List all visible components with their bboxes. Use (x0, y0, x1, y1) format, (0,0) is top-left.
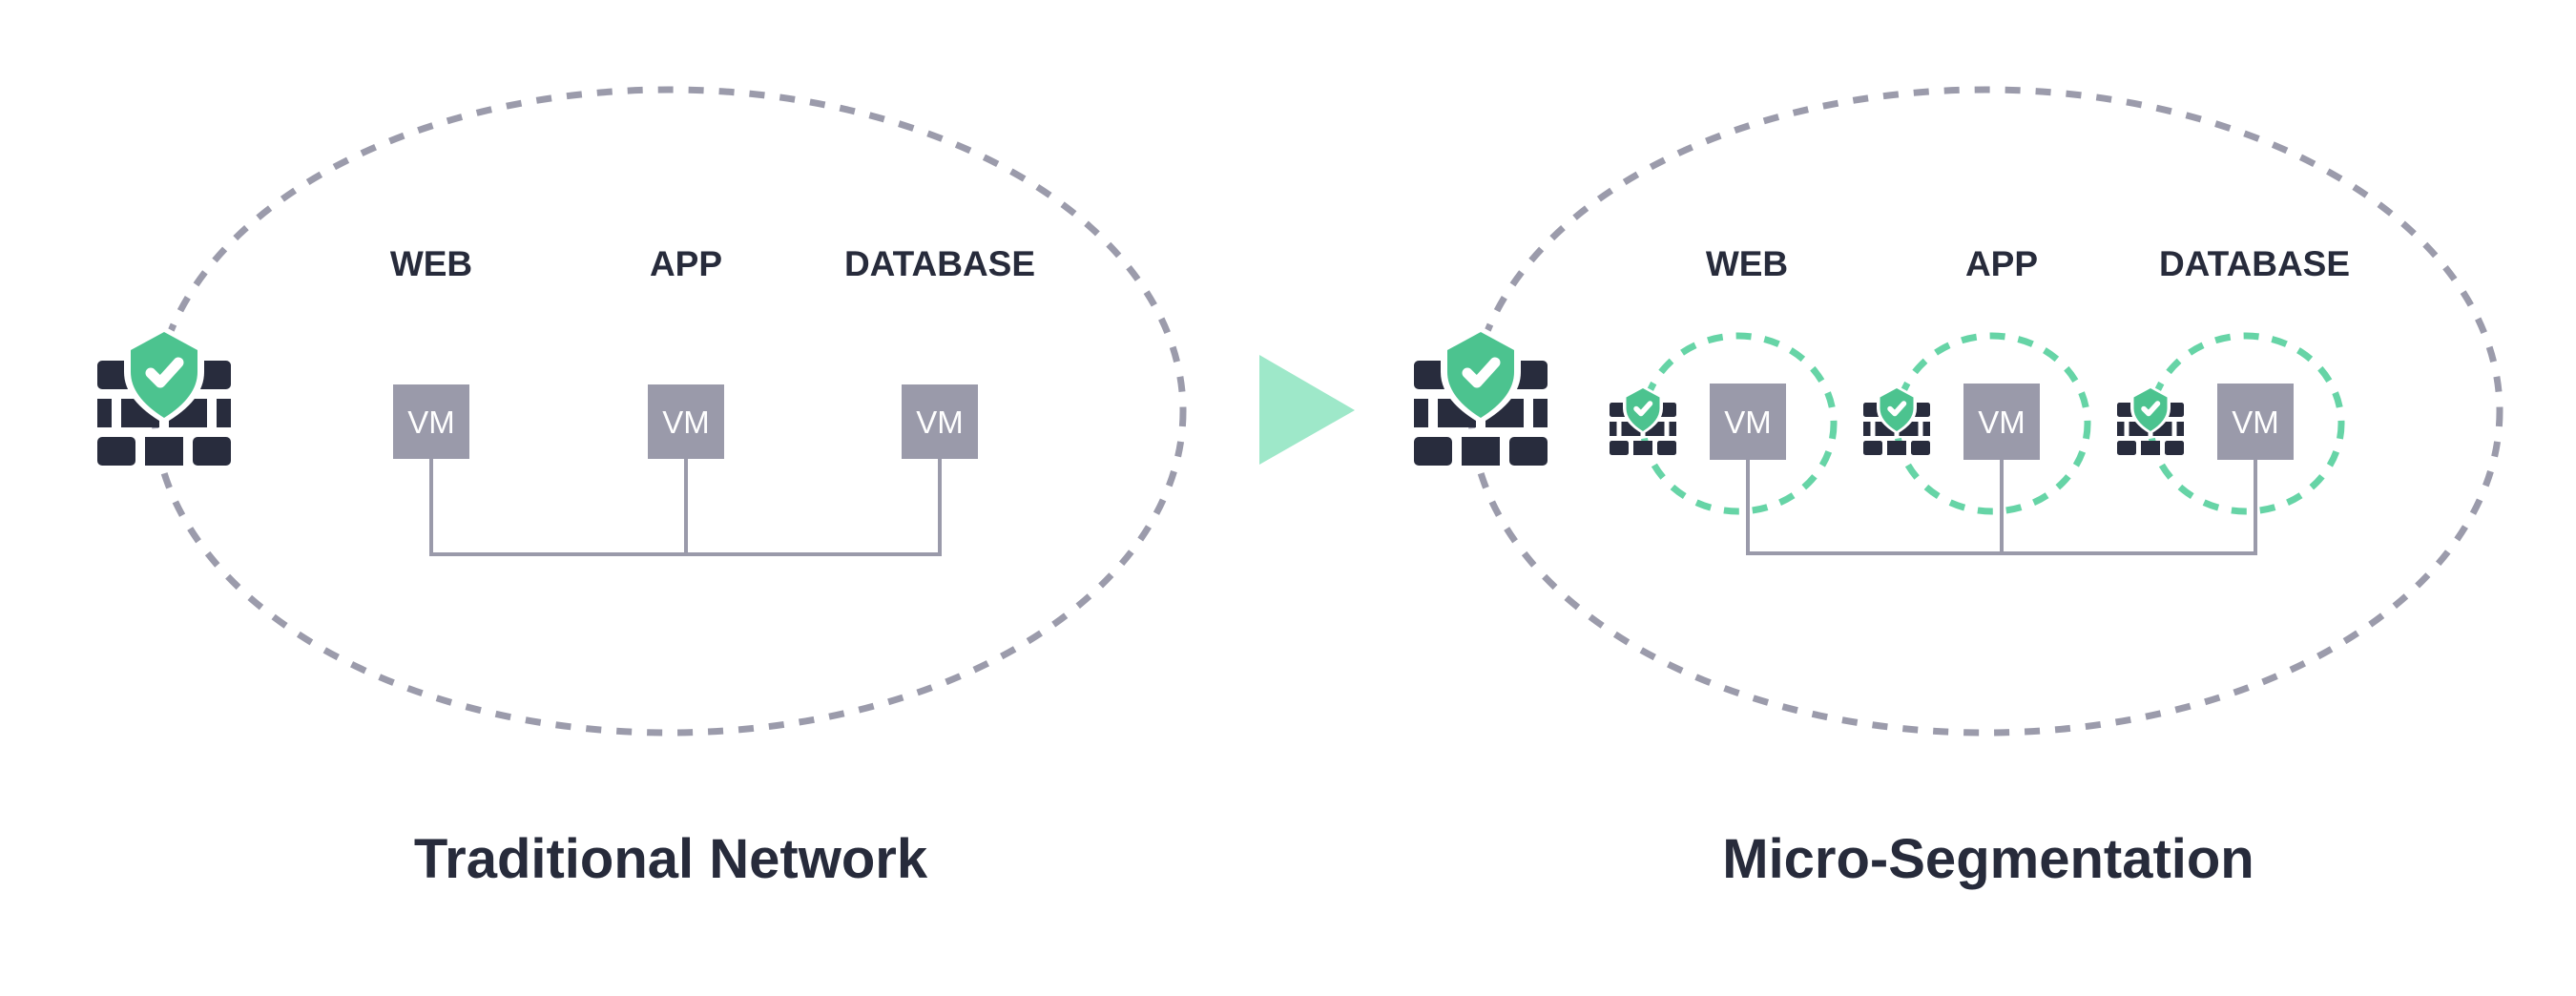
tier-label-database: DATABASE (844, 244, 1035, 283)
traditional-network-panel: WEB APP DATABASE VM VM VM Traditional Ne… (97, 86, 1187, 890)
vm-firewall-icon (1863, 385, 1930, 455)
network-boundary (151, 86, 1187, 737)
vm-label: VM (662, 405, 710, 440)
perimeter-firewall-icon (97, 326, 231, 466)
tier-label-app: APP (1965, 244, 2038, 283)
network-boundary (1467, 86, 2503, 737)
micro-segmentation-panel: WEB APP DATABASE VM VM VM Micro-Segmenta… (1414, 86, 2503, 890)
tier-label-app: APP (650, 244, 722, 283)
perimeter-firewall-icon (1414, 326, 1548, 466)
panel-caption: Micro-Segmentation (1722, 828, 2254, 890)
tier-label-web: WEB (390, 244, 472, 283)
play-arrow-icon (1259, 355, 1355, 465)
vm-web: VM (393, 384, 469, 459)
vm-label: VM (916, 405, 964, 440)
vm-web: VM (1710, 384, 1786, 460)
vm-firewall-icon (1610, 385, 1676, 455)
vm-label: VM (407, 405, 455, 440)
vm-database: VM (2217, 384, 2294, 460)
vm-firewall-icon (2117, 385, 2184, 455)
vm-app: VM (1963, 384, 2040, 460)
tier-connector (429, 459, 942, 556)
vm-label: VM (1724, 405, 1772, 440)
tier-label-web: WEB (1706, 244, 1788, 283)
vm-label: VM (2232, 405, 2279, 440)
tier-label-database: DATABASE (2159, 244, 2350, 283)
vm-database: VM (902, 384, 978, 459)
tier-connector (1746, 460, 2257, 555)
panel-caption: Traditional Network (414, 828, 928, 890)
vm-app: VM (648, 384, 724, 459)
vm-label: VM (1978, 405, 2025, 440)
